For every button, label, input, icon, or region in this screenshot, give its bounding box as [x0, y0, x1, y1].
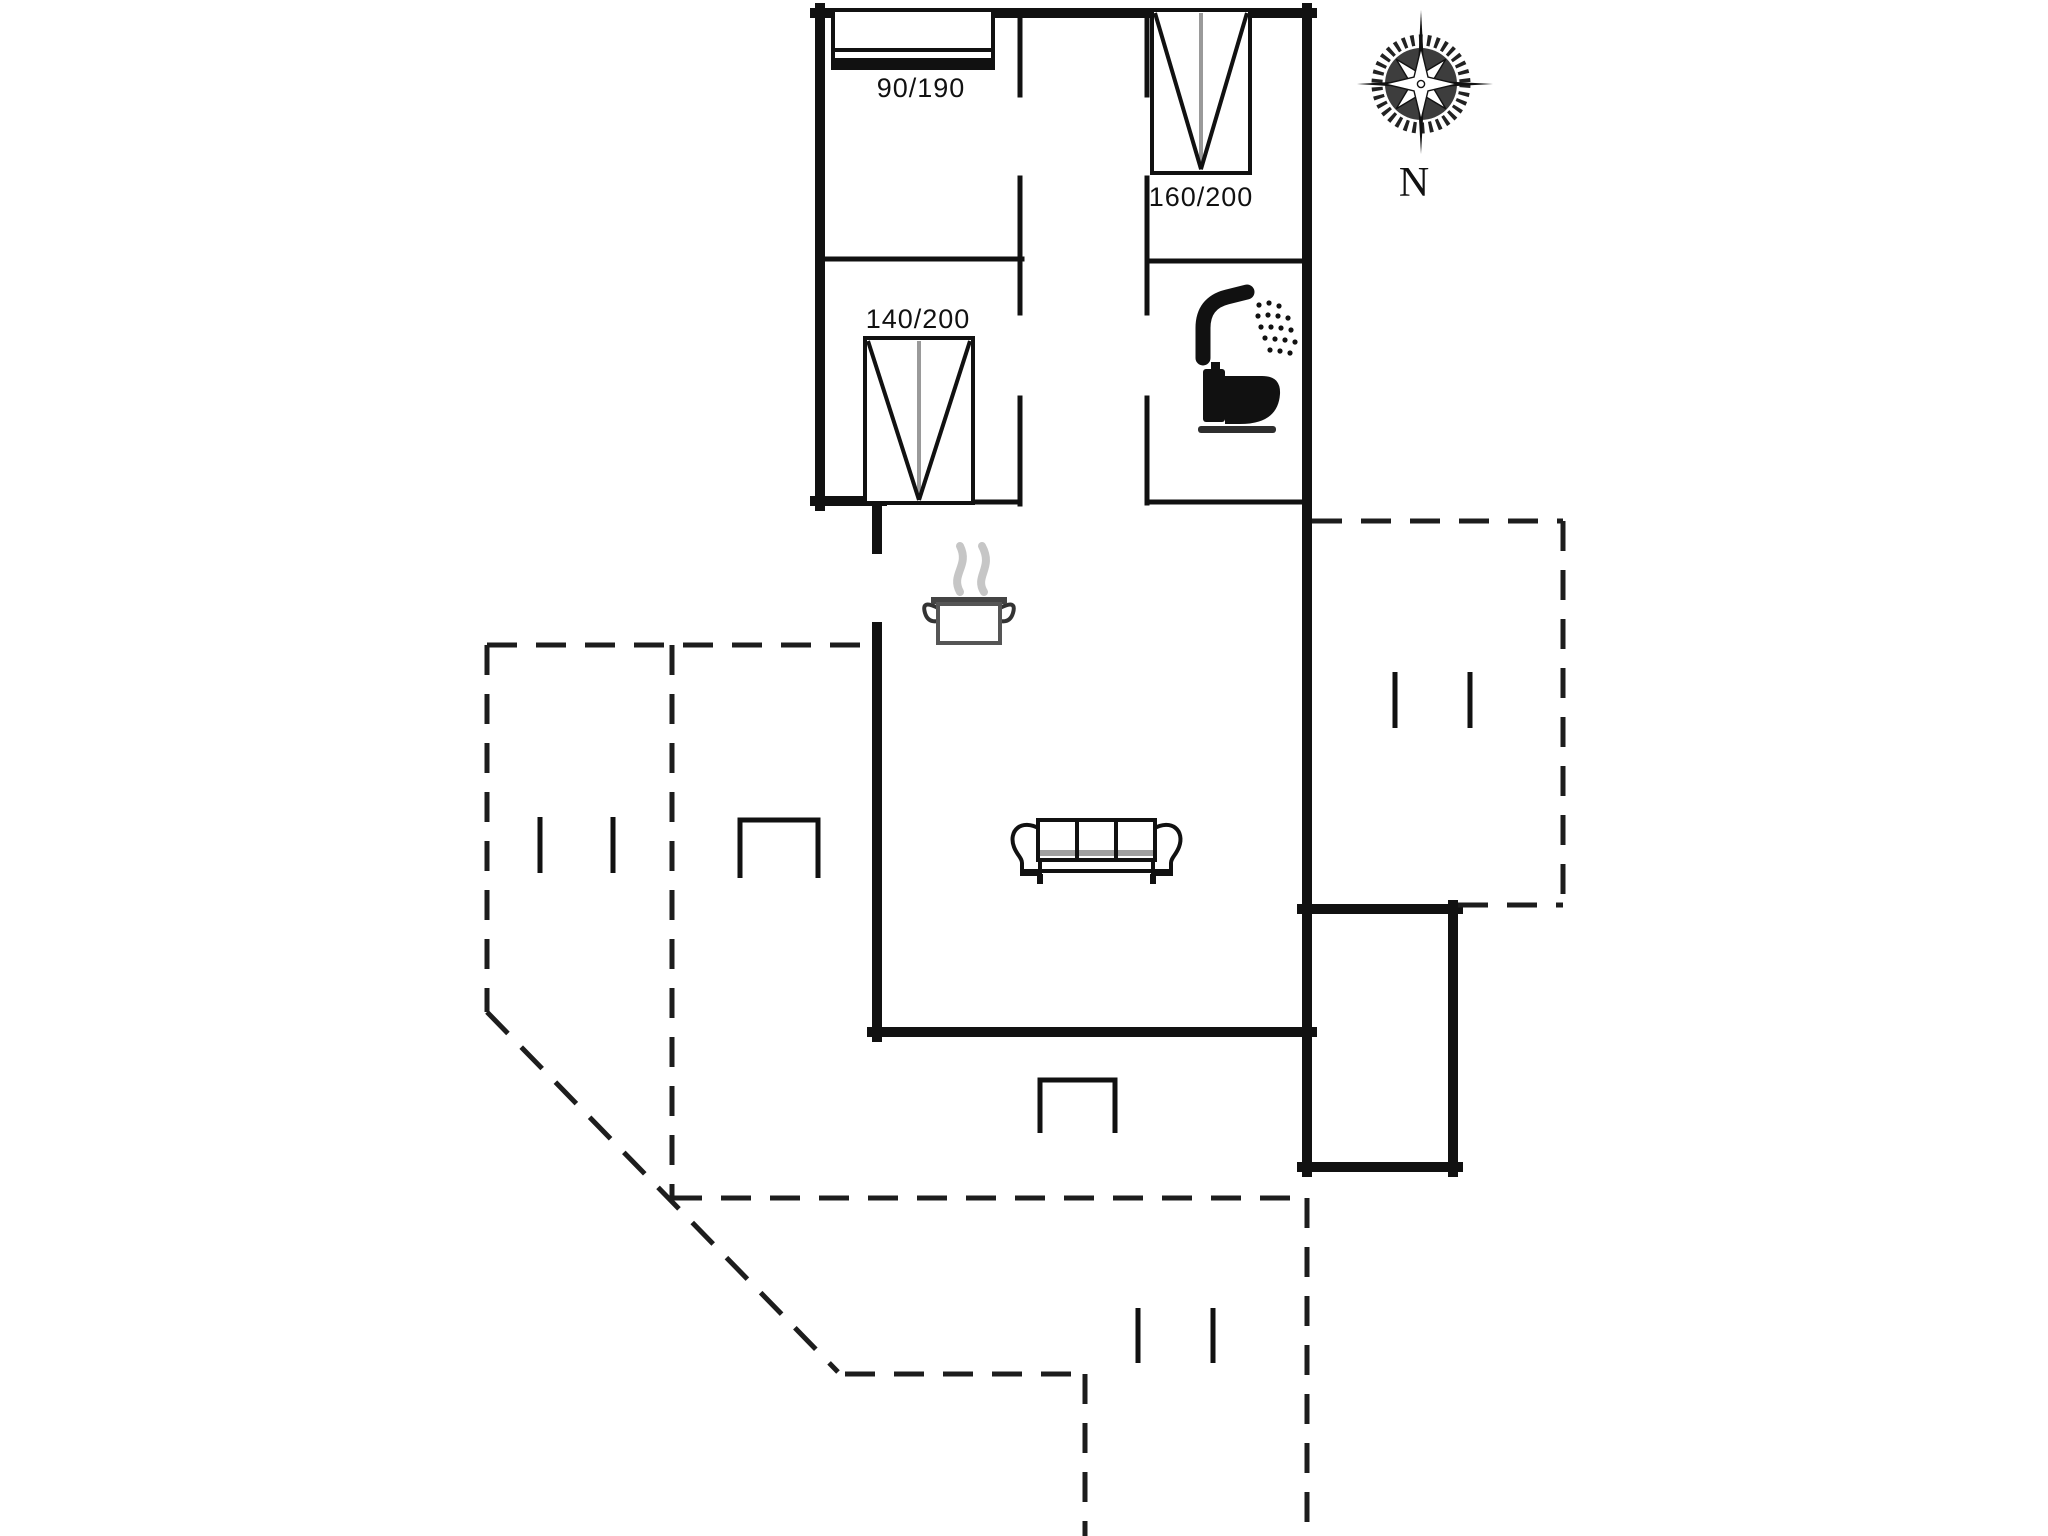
shower-spray: [1255, 300, 1298, 356]
bed-160x200-icon: 160/200: [1149, 8, 1254, 212]
bed-140x200-duvet-right: [917, 340, 972, 501]
bed-140x200-icon: 140/200: [863, 304, 975, 505]
compass-hub: [1416, 79, 1426, 89]
sofa-armrest-left: [1010, 822, 1042, 876]
terrace-west-diagonal-edge: [485, 1010, 840, 1374]
toilet-bowl: [1225, 376, 1281, 424]
pot-body: [936, 602, 1002, 645]
pot-handle-left: [922, 602, 939, 624]
cooking-pot-icon: [922, 542, 1016, 645]
terrace-south-step-symbol: [1037, 1077, 1118, 1133]
steam-left: [953, 542, 967, 596]
bed-160x200-duvet-left: [1153, 12, 1203, 170]
shower-icon: [1195, 284, 1298, 366]
bed-160x200-duvet-right: [1199, 12, 1249, 170]
toilet-button: [1211, 362, 1220, 371]
pot-handle-right: [999, 602, 1016, 624]
toilet-base: [1198, 426, 1276, 433]
sofa-icon: [1010, 818, 1183, 884]
bed-90x190-icon: 90/190: [831, 8, 995, 103]
bed-140x200-label: 140/200: [866, 304, 971, 334]
interior-walls: [819, 14, 1308, 507]
shower-arm: [1195, 284, 1255, 366]
terrace-outlines: [484, 518, 1566, 1536]
bed-160x200-label: 160/200: [1149, 182, 1254, 212]
pot-rim: [931, 597, 1007, 604]
sofa-armrest-right: [1151, 822, 1183, 876]
steam-right: [977, 542, 990, 596]
bed-140x200-duvet-left: [866, 340, 921, 501]
compass-north-label: N: [1399, 160, 1429, 206]
bed-90x190-label: 90/190: [877, 73, 966, 103]
toilet-tank: [1203, 369, 1225, 422]
opening-markers: [537, 672, 1473, 1363]
terrace-west-step-symbol: [737, 817, 821, 878]
toilet-icon: [1198, 362, 1281, 433]
bed-90x190-headboard: [833, 58, 993, 68]
annex-walls: [1297, 900, 1463, 1177]
compass-rose-icon: N: [1357, 10, 1493, 206]
